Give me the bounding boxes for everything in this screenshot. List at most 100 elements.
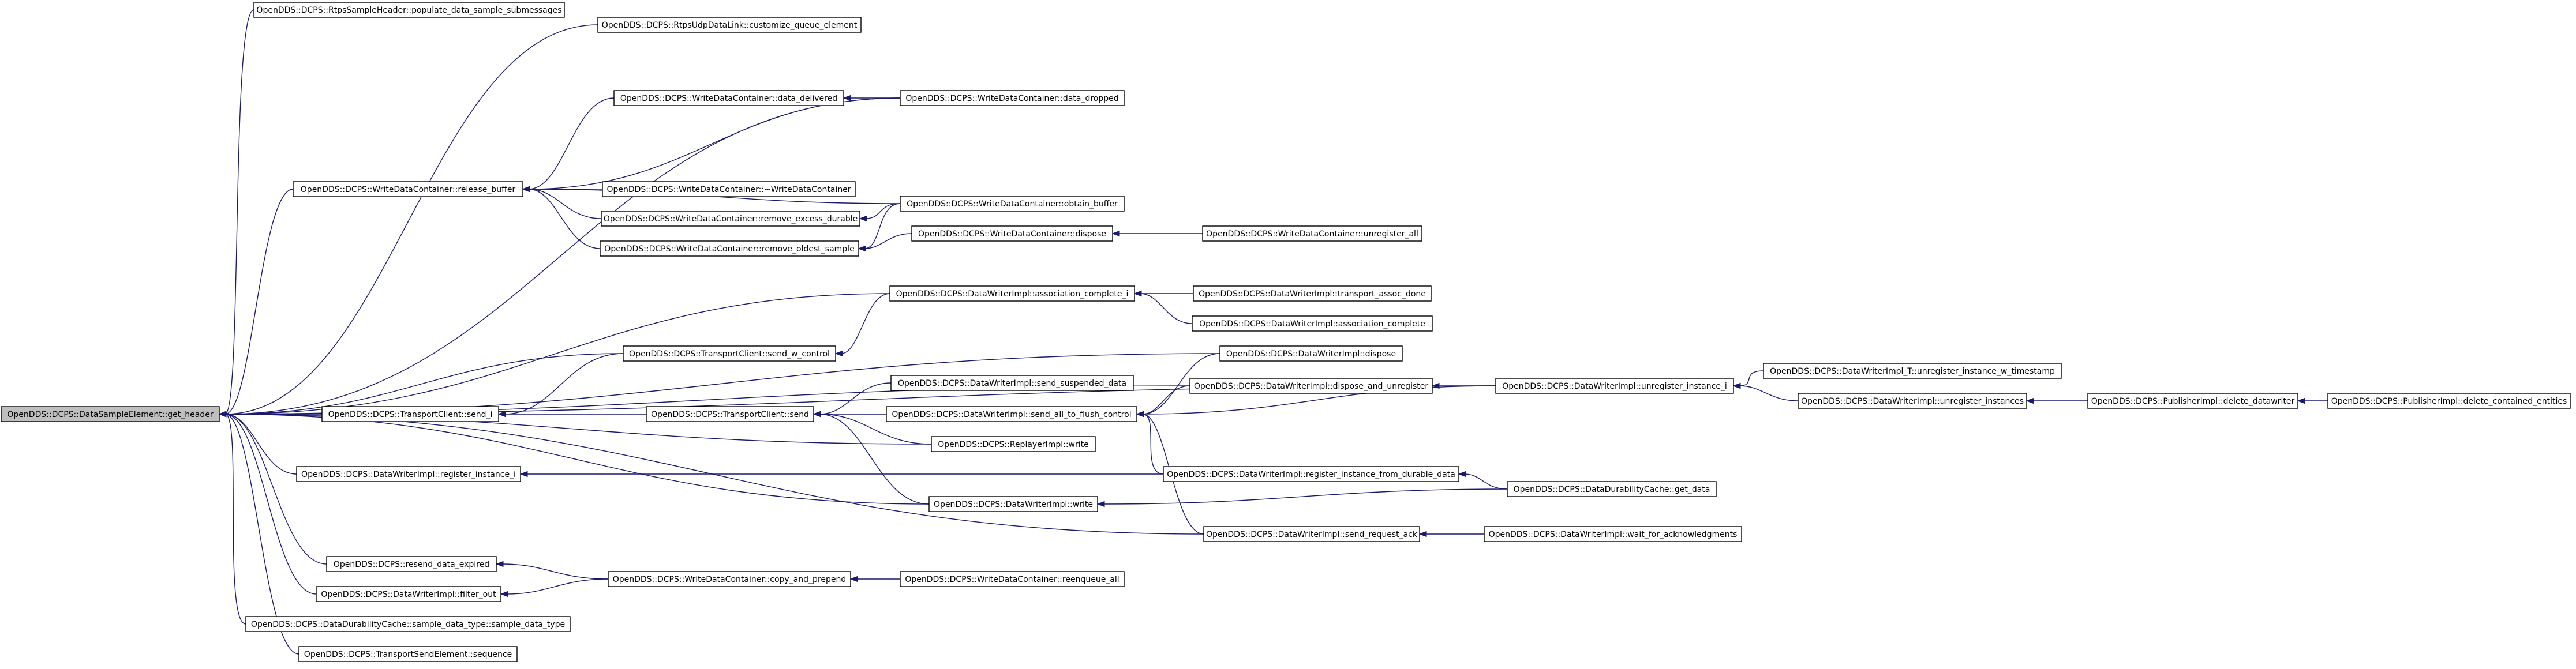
node-label: OpenDDS::DCPS::DataWriterImpl::dispose [1226,349,1396,359]
edge-n31-to-n22 [813,411,930,505]
graph-node[interactable]: OpenDDS::DCPS::DataDurabilityCache::get_… [1507,481,1717,497]
graph-node[interactable]: OpenDDS::DCPS::ReplayerImpl::write [931,436,1096,452]
edge-line [528,189,601,249]
node-label: OpenDDS::DCPS::WriteDataContainer::data_… [905,94,1118,103]
graph-node[interactable]: OpenDDS::DCPS::DataWriterImpl::dispose [1219,345,1403,362]
node-box [600,240,859,257]
node-label: OpenDDS::DCPS::DataWriterImpl::unregiste… [1502,382,1727,391]
root-node[interactable]: OpenDDS::DCPS::DataSampleElement::get_he… [1,406,220,422]
graph-node[interactable]: OpenDDS::DCPS::PublisherImpl::delete_dat… [2087,393,2298,409]
edge-line [1103,488,1508,505]
arrow-head-icon [1111,230,1120,237]
edge-n11-to-n5 [522,186,601,249]
graph-node[interactable]: OpenDDS::DCPS::WriteDataContainer::~Writ… [602,181,856,197]
edge-line [528,97,615,190]
graph-node[interactable]: OpenDDS::DCPS::WriteDataContainer::relea… [293,181,523,197]
graph-node[interactable]: OpenDDS::DCPS::WriteDataContainer::data_… [613,90,844,106]
graph-node[interactable]: OpenDDS::DCPS::DataWriterImpl::filter_ou… [316,586,501,602]
node-label: OpenDDS::DCPS::DataWriterImpl::transport… [1199,290,1426,299]
graph-node[interactable]: OpenDDS::DCPS::DataWriterImpl::unregiste… [1495,378,1734,394]
node-box [886,406,1137,422]
graph-node[interactable]: OpenDDS::DCPS::WriteDataContainer::copy_… [608,571,851,587]
node-box [646,406,814,422]
graph-node[interactable]: OpenDDS::DCPS::DataWriterImpl::register_… [296,466,521,482]
graph-node[interactable]: OpenDDS::DCPS::DataWriterImpl::register_… [1163,466,1459,482]
node-box [623,345,836,362]
arrow-head-icon [495,561,504,567]
graph-node[interactable]: OpenDDS::DCPS::PublisherImpl::delete_con… [2327,393,2571,409]
arrow-head-icon [522,186,530,193]
node-box [900,571,1125,587]
edge-line [224,414,327,565]
graph-node[interactable]: OpenDDS::DCPS::DataWriterImpl::wait_for_… [1484,526,1742,542]
edge-n33-to-n32 [1418,531,1484,538]
edge-line [224,414,299,655]
edge-line [224,189,294,415]
node-label: OpenDDS::DCPS::DataSampleElement::get_he… [7,410,213,419]
arrow-head-icon [1136,411,1144,418]
node-box [602,181,856,197]
graph-node[interactable]: OpenDDS::DCPS::resend_data_expired [326,556,497,572]
graph-node[interactable]: OpenDDS::DCPS::RtpsSampleHeader::populat… [253,2,565,18]
graph-node[interactable]: OpenDDS::DCPS::WriteDataContainer::unreg… [1202,225,1422,242]
graph-node[interactable]: OpenDDS::DCPS::TransportSendElement::seq… [298,646,518,662]
node-label: OpenDDS::DCPS::TransportClient::send [651,410,809,419]
graph-node[interactable]: OpenDDS::DCPS::DataWriterImpl::send_requ… [1203,526,1420,542]
node-label: OpenDDS::DCPS::WriteDataContainer::relea… [301,185,516,194]
graph-node[interactable]: OpenDDS::DCPS::DataWriterImpl::send_susp… [890,375,1134,391]
node-box [1484,526,1742,542]
node-box [900,90,1125,106]
node-box [889,285,1135,302]
node-box [911,225,1113,242]
graph-node[interactable]: OpenDDS::DCPS::DataWriterImpl_T::unregis… [1763,363,2062,379]
graph-node[interactable]: OpenDDS::DCPS::DataWriterImpl::transport… [1193,285,1432,302]
graph-node[interactable]: OpenDDS::DCPS::DataWriterImpl::dispose_a… [1189,378,1433,394]
graph-node[interactable]: OpenDDS::DCPS::DataDurabilityCache::samp… [245,616,571,632]
node-box [245,616,571,632]
edge-n36-to-n35 [849,576,900,582]
edge-n12-to-n15 [834,293,890,357]
arrow-head-icon [843,95,851,102]
node-label: OpenDDS::DCPS::DataWriterImpl::send_requ… [1206,530,1418,539]
graph-node[interactable]: OpenDDS::DCPS::DataWriterImpl::associati… [1192,315,1433,332]
graph-node[interactable]: OpenDDS::DCPS::WriteDataContainer::data_… [900,90,1125,106]
node-box [890,375,1134,391]
node-box [321,406,499,422]
node-label: OpenDDS::DCPS::RtpsUdpDataLink::customiz… [602,21,858,30]
node-label: OpenDDS::DCPS::DataWriterImpl::write [934,500,1093,509]
arrow-head-icon [2025,397,2034,404]
graph-node[interactable]: OpenDDS::DCPS::TransportClient::send_i [321,406,499,422]
edge-line [1142,414,1164,475]
graph-node[interactable]: OpenDDS::DCPS::DataWriterImpl::write [928,496,1098,512]
edge-n26-to-n25 [2297,397,2328,404]
graph-node[interactable]: OpenDDS::DCPS::WriteDataContainer::obtai… [900,196,1125,212]
arrow-head-icon [813,411,821,418]
graph-node[interactable]: OpenDDS::DCPS::DataWriterImpl::associati… [889,285,1135,302]
graph-node[interactable]: OpenDDS::DCPS::WriteDataContainer::reenq… [900,571,1125,587]
edge-line [819,414,930,505]
arrow-head-icon [858,245,866,252]
graph-node[interactable]: OpenDDS::DCPS::WriteDataContainer::dispo… [911,225,1113,242]
node-label: OpenDDS::DCPS::DataWriterImpl::dispose_a… [1194,382,1428,391]
graph-node[interactable]: OpenDDS::DCPS::TransportClient::send_w_c… [623,345,836,362]
node-box [1192,315,1433,332]
graph-node[interactable]: OpenDDS::DCPS::RtpsUdpDataLink::customiz… [597,17,862,33]
edge-n19-to-n23 [1136,385,1190,418]
graph-node[interactable]: OpenDDS::DCPS::DataWriterImpl::unregiste… [1798,393,2027,409]
graph-node[interactable]: OpenDDS::DCPS::WriteDataContainer::remov… [601,211,860,227]
node-box [326,556,497,572]
graph-node[interactable]: OpenDDS::DCPS::DataWriterImpl::send_all_… [886,406,1137,422]
edge-line [1140,293,1193,324]
node-label: OpenDDS::DCPS::WriteDataContainer::dispo… [918,230,1106,239]
node-label: OpenDDS::DCPS::DataWriterImpl::register_… [1167,470,1455,479]
edge-line [224,414,246,625]
edge-n8-to-n5 [522,186,602,219]
node-box [298,646,518,662]
edge-n29-to-n28 [519,471,1163,478]
graph-node[interactable]: OpenDDS::DCPS::TransportClient::send [646,406,814,422]
graph-node[interactable]: OpenDDS::DCPS::WriteDataContainer::remov… [600,240,859,257]
edge-line [1464,473,1508,490]
node-label: OpenDDS::DCPS::WriteDataContainer::unreg… [1206,230,1418,239]
edge-line [224,353,624,415]
